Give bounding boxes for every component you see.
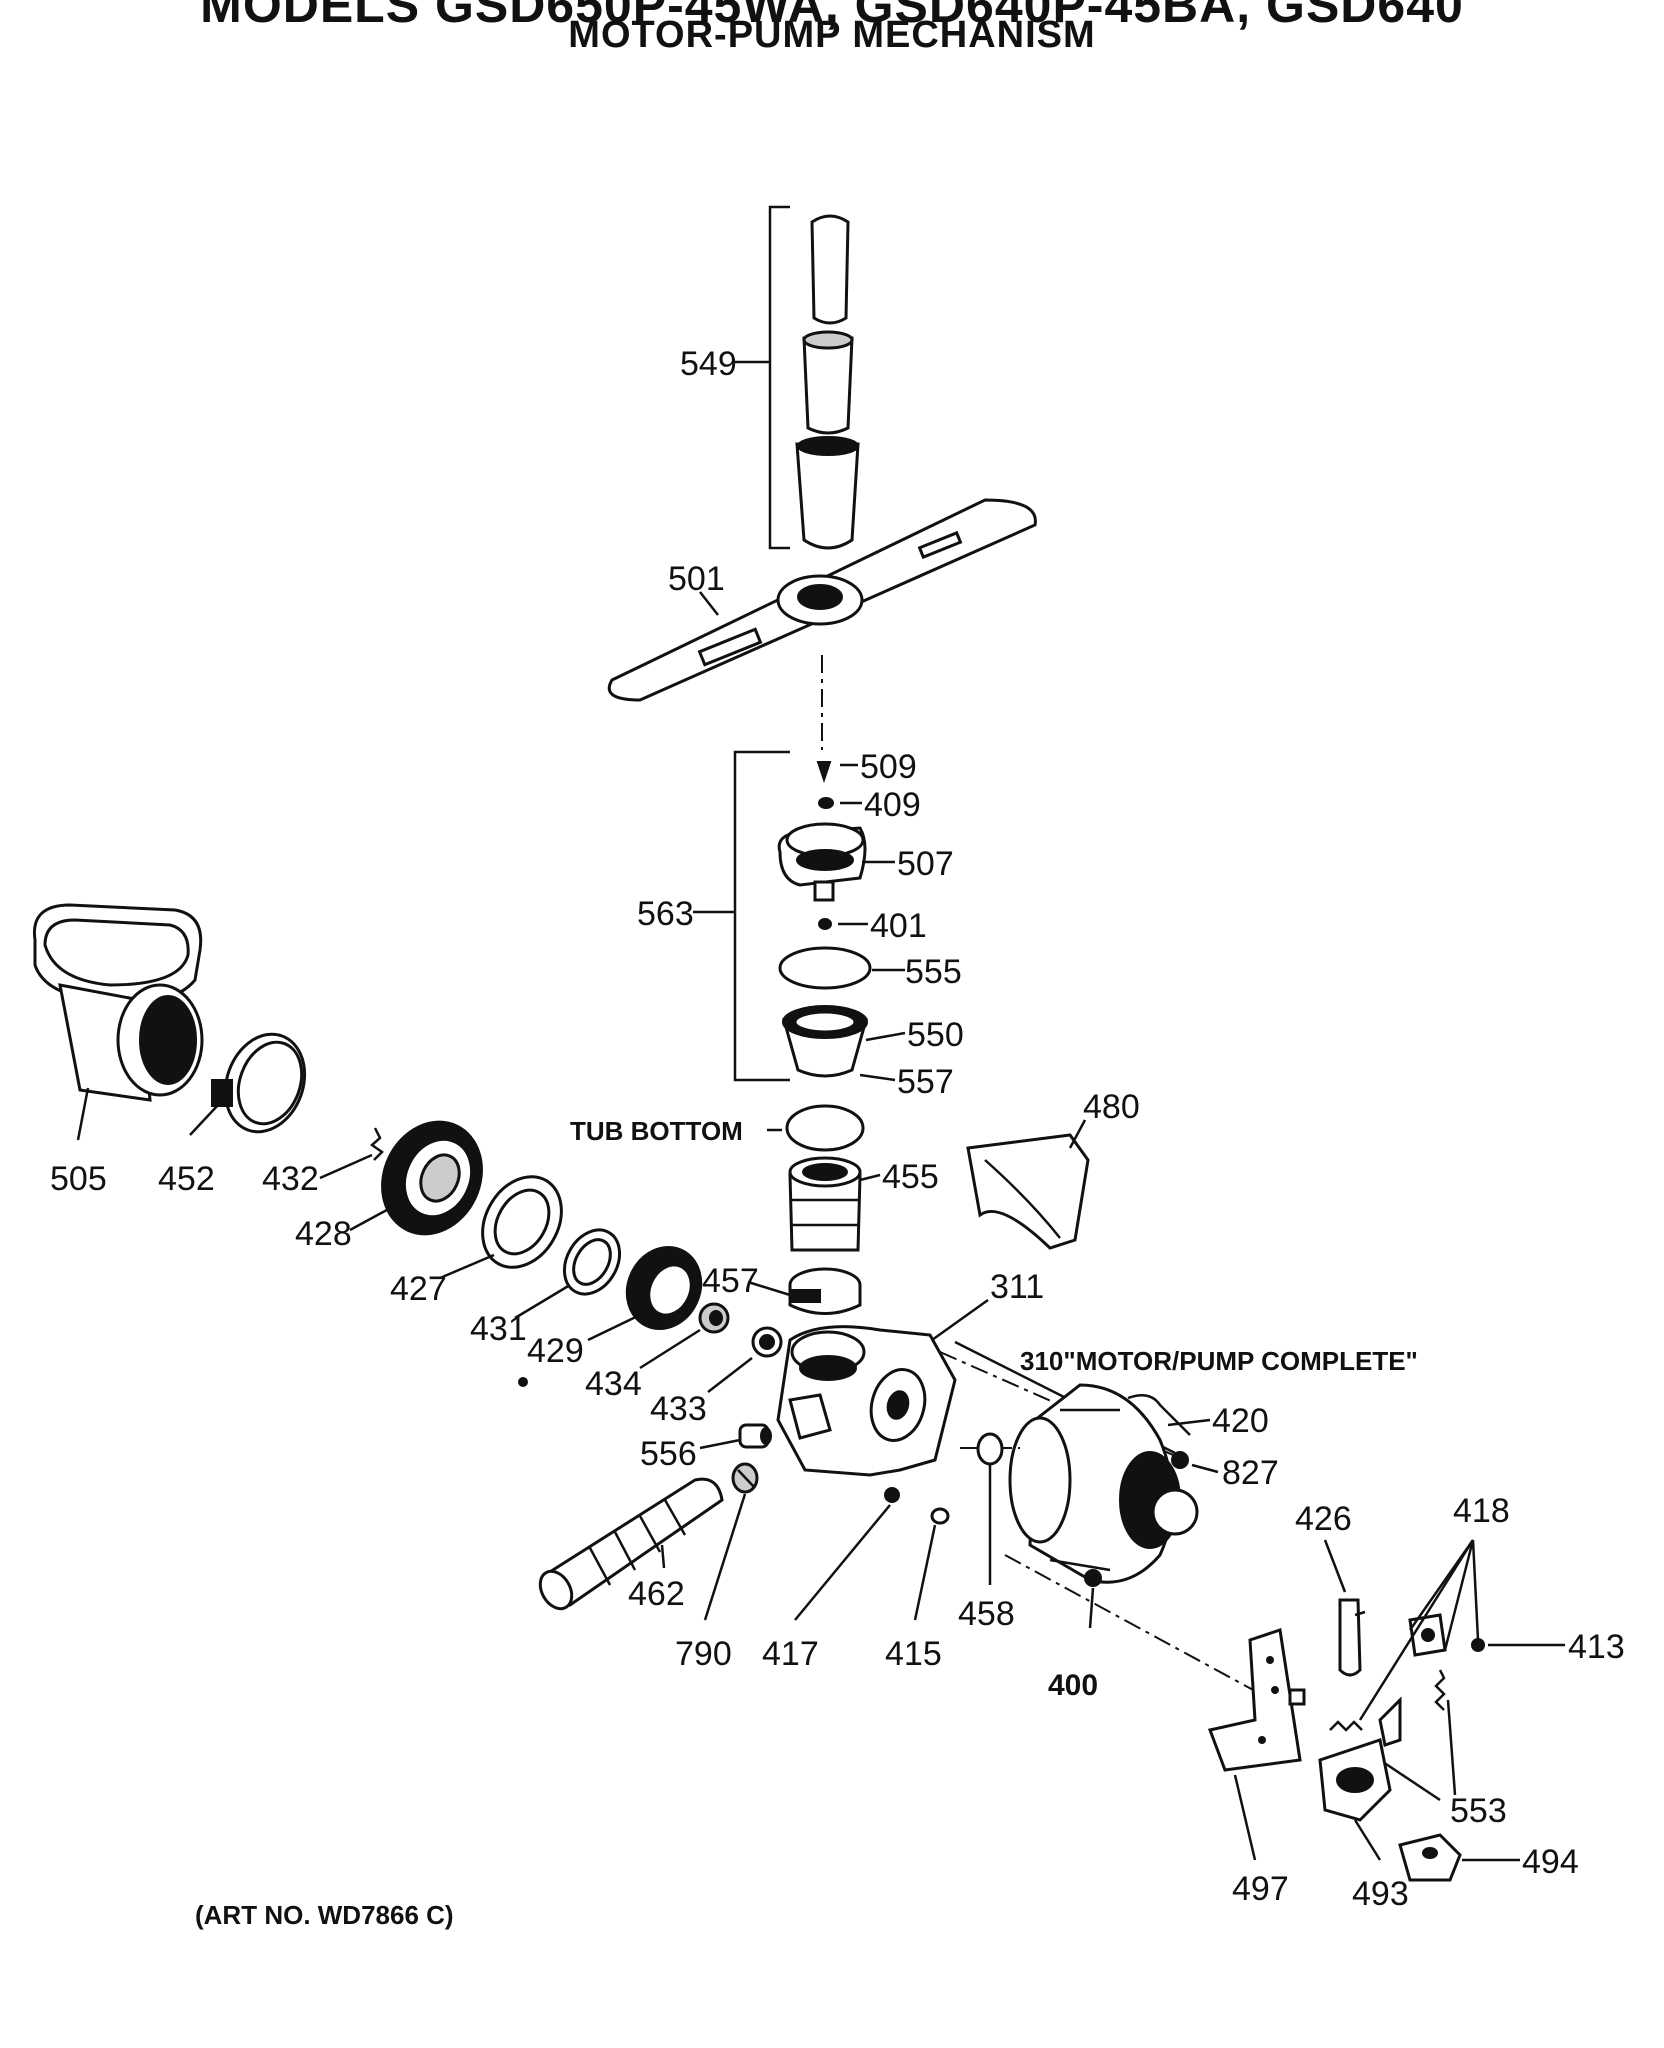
label-417: 417 <box>762 1635 819 1673</box>
part-427-ring <box>481 1175 563 1269</box>
label-827: 827 <box>1222 1454 1279 1492</box>
part-431-ring <box>562 1228 622 1296</box>
part-428-pulley <box>381 1120 483 1236</box>
part-400-screw <box>1084 1569 1102 1587</box>
page-title: MOTOR-PUMP MECHANISM <box>568 14 1096 56</box>
label-553: 553 <box>1450 1792 1507 1830</box>
label-480: 480 <box>1083 1088 1140 1126</box>
part-497-plate <box>1207 1628 1306 1772</box>
part-452-clamp <box>211 1032 307 1134</box>
label-501: 501 <box>668 560 725 598</box>
part-409-washer <box>818 797 834 809</box>
part-549-spray-tower <box>735 205 860 550</box>
label-428: 428 <box>295 1215 352 1253</box>
label-555: 555 <box>905 953 962 991</box>
part-415-washer <box>930 1507 950 1525</box>
part-827-bolt <box>1171 1451 1189 1469</box>
label-457: 457 <box>702 1262 759 1300</box>
part-426-bracket <box>1338 1598 1366 1677</box>
label-434: 434 <box>585 1365 642 1403</box>
models-line: MODELS GSD650P-45WA, GSD640P-45BA, GSD64… <box>200 0 1464 33</box>
part-494-block <box>1398 1833 1462 1882</box>
label-557: 557 <box>897 1063 954 1101</box>
label-418: 418 <box>1453 1492 1510 1530</box>
label-415: 415 <box>885 1635 942 1673</box>
part-501-spray-arm <box>607 498 1037 750</box>
label-550: 550 <box>907 1016 964 1054</box>
label-409: 409 <box>864 786 921 824</box>
label-509: 509 <box>860 748 917 786</box>
label-790: 790 <box>675 1635 732 1673</box>
label-tub-bottom: TUB BOTTOM <box>570 1116 743 1146</box>
part-553-spring <box>1329 1720 1363 1732</box>
label-458: 458 <box>958 1595 1015 1633</box>
part-455-collar <box>788 1156 862 1252</box>
stray-dot <box>518 1377 528 1387</box>
part-507-hub <box>777 822 867 902</box>
label-426: 426 <box>1295 1500 1352 1538</box>
part-505-sump <box>32 903 204 1102</box>
part-432-spring <box>369 1127 384 1161</box>
label-462: 462 <box>628 1575 685 1613</box>
part-433-washer <box>751 1326 783 1358</box>
part-429-impeller <box>625 1246 703 1330</box>
part-motor <box>1004 1383 1291 1711</box>
label-413: 413 <box>1568 1628 1625 1666</box>
part-493-bracket <box>1318 1738 1392 1822</box>
label-429: 429 <box>527 1332 584 1370</box>
part-480-cover <box>966 1133 1090 1250</box>
label-310: 310"MOTOR/PUMP COMPLETE" <box>1020 1346 1418 1376</box>
label-494: 494 <box>1522 1843 1579 1881</box>
part-401-ball <box>818 918 832 930</box>
part-555-ring <box>778 946 872 990</box>
art-number: (ART NO. WD7866 C) <box>195 1900 454 1930</box>
part-420-wire <box>1127 1393 1191 1436</box>
label-493: 493 <box>1352 1875 1409 1913</box>
label-432: 432 <box>262 1160 319 1198</box>
part-434-cap <box>698 1302 730 1334</box>
part-550-nut <box>782 1005 868 1078</box>
part-457-clamp <box>788 1267 862 1315</box>
label-452: 452 <box>158 1160 215 1198</box>
label-311: 311 <box>990 1268 1044 1306</box>
label-505: 505 <box>50 1160 107 1198</box>
part-790-clamp <box>731 1462 759 1494</box>
part-418-hardware <box>1378 1613 1485 1747</box>
label-455: 455 <box>882 1158 939 1196</box>
part-458-washer <box>976 1432 1004 1466</box>
part-462-hose <box>538 1477 724 1611</box>
label-433: 433 <box>650 1390 707 1428</box>
label-431: 431 <box>470 1310 527 1348</box>
part-311-pump-housing <box>776 1325 957 1477</box>
label-420: 420 <box>1212 1402 1269 1440</box>
label-427: 427 <box>390 1270 447 1308</box>
label-507: 507 <box>897 845 954 883</box>
label-556: 556 <box>640 1435 697 1473</box>
part-556-fitting <box>738 1423 772 1449</box>
part-417-ball <box>884 1487 900 1503</box>
label-563: 563 <box>637 895 694 933</box>
label-400: 400 <box>1048 1669 1098 1702</box>
part-509-screw <box>816 761 832 784</box>
label-401: 401 <box>870 907 927 945</box>
label-549: 549 <box>680 345 737 383</box>
tub-bottom-ring <box>785 1104 865 1152</box>
label-497: 497 <box>1232 1870 1289 1908</box>
